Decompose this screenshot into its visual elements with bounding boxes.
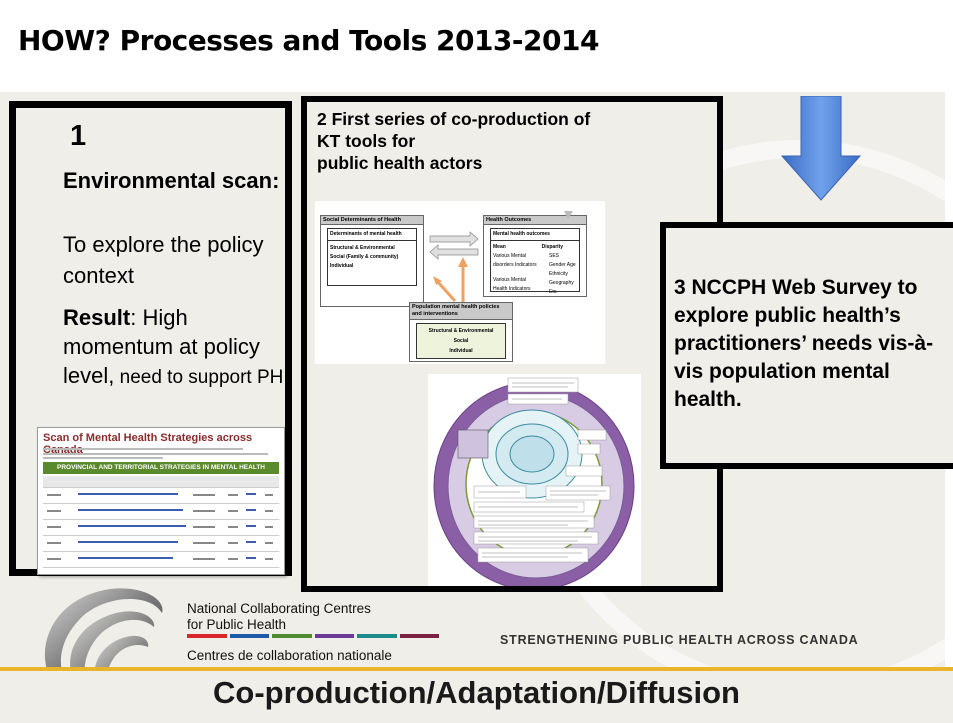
box1-heading: Environmental scan:: [63, 168, 280, 193]
box1-result: Result: High momentum at policy level, n…: [63, 303, 285, 392]
concentric-circle-diagram: [428, 374, 641, 586]
stripe: [229, 634, 269, 638]
doc-row: [43, 522, 279, 536]
framework-arrows: [429, 211, 573, 303]
doc-fine-print: [43, 448, 243, 450]
doc-row: [43, 506, 279, 520]
result-label: Result: [63, 305, 131, 330]
bottom-bar: [0, 671, 953, 723]
doc-row: [43, 490, 279, 504]
circle-diagram-graphic: [433, 377, 635, 586]
org-name-french: Centres de collaboration nationale: [187, 648, 392, 663]
dmh-box: Determinants of mental health Structural…: [327, 228, 417, 286]
box2-title: 2 First series of co-production of KT to…: [317, 109, 591, 173]
down-arrow-icon: [780, 96, 862, 201]
sdh-box: Social Determinants of Health Determinan…: [320, 215, 424, 307]
stripe: [272, 634, 312, 638]
result-text: : High momentum at policy level,: [63, 305, 260, 388]
tagline: STRENGTHENING PUBLIC HEALTH ACROSS CANAD…: [500, 633, 859, 647]
title-bar: HOW? Processes and Tools 2013-2014: [0, 0, 953, 92]
box3-text: 3 NCCPH Web Survey to explore public hea…: [674, 276, 934, 411]
population-interventions-box: Population mental health policies and in…: [409, 302, 513, 362]
box1-purpose: To explore the policy context: [63, 232, 264, 288]
stripe: [187, 634, 227, 638]
doc-row: [43, 554, 279, 568]
org-name-english: National Collaborating Centres for Publi…: [187, 601, 371, 632]
slide-title: HOW? Processes and Tools 2013-2014: [18, 24, 599, 57]
stripe: [314, 634, 354, 638]
box1-number: 1: [70, 120, 87, 152]
doc-fine-print: [43, 457, 163, 459]
gold-divider: [0, 667, 953, 671]
doc-fine-print: [43, 453, 268, 455]
strategy-scan-document: Scan of Mental Health Strategies across …: [37, 427, 285, 575]
doc-band: PROVINCIAL AND TERRITORIAL STRATEGIES IN…: [43, 462, 279, 474]
result-small: need to support PH: [114, 367, 284, 388]
org-color-stripes: [187, 634, 442, 638]
nccph-logo-icon: [44, 588, 163, 687]
determinants-framework-diagram: Social Determinants of Health Determinan…: [315, 201, 605, 364]
pop-items-box: Structural & Environmental Social Indivi…: [416, 323, 506, 359]
stripe: [357, 634, 397, 638]
health-outcomes-box: Health Outcomes Mental health outcomes M…: [483, 215, 587, 297]
doc-row: [43, 538, 279, 552]
bottom-caption: Co-production/Adaptation/Diffusion: [213, 675, 740, 710]
web-survey-box: 3 NCCPH Web Survey to explore public hea…: [660, 222, 953, 469]
doc-header-row: [43, 476, 279, 488]
stripe: [399, 634, 439, 638]
